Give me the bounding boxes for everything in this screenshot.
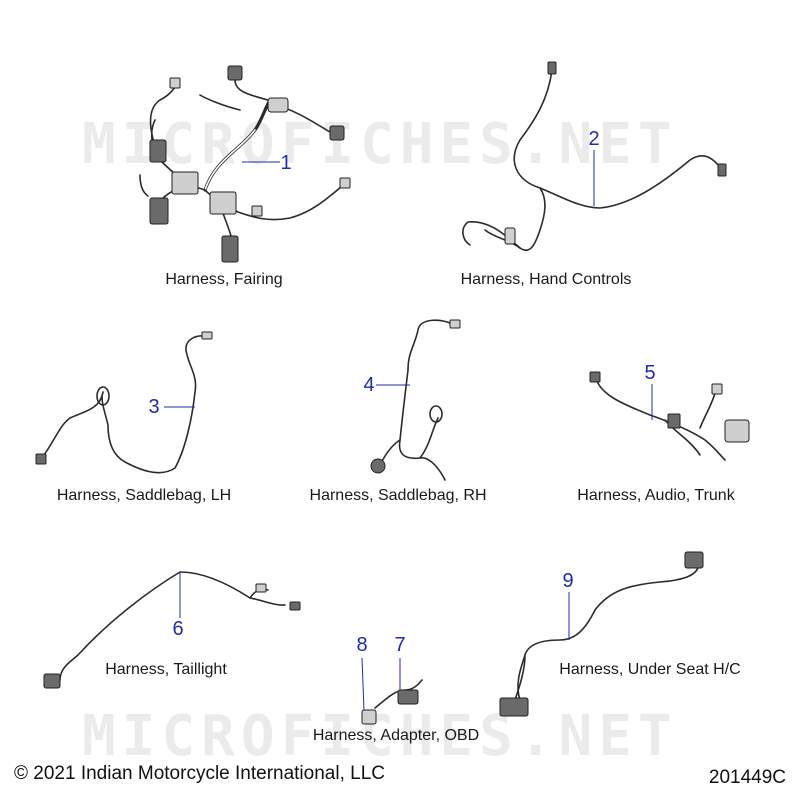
callout-5[interactable]: 5 [644, 362, 656, 384]
diagram-id: 201449C [708, 767, 786, 788]
caption-adapter-obd: Harness, Adapter, OBD [312, 727, 480, 744]
caption-audio-trunk: Harness, Audio, Trunk [577, 487, 735, 504]
harness-under-seat-hc-drawing[interactable] [499, 551, 704, 717]
callout-3[interactable]: 3 [148, 396, 160, 418]
callout-6[interactable]: 6 [172, 618, 184, 640]
harness-hand-controls-drawing[interactable] [462, 61, 727, 252]
copyright-text: © 2021 Indian Motorcycle International, … [14, 763, 385, 784]
leader-8 [361, 657, 365, 711]
callout-1[interactable]: 1 [280, 152, 292, 174]
callout-2[interactable]: 2 [588, 128, 600, 150]
harness-taillight-drawing[interactable] [43, 571, 301, 689]
caption-fairing: Harness, Fairing [165, 271, 283, 288]
harness-fairing-drawing[interactable] [139, 65, 351, 263]
harness-audio-trunk-drawing[interactable] [589, 371, 750, 461]
harness-adapter-obd-drawing[interactable] [361, 679, 423, 725]
caption-under-seat-hc: Harness, Under Seat H/C [559, 661, 741, 678]
caption-hand-controls: Harness, Hand Controls [460, 271, 632, 288]
callout-4[interactable]: 4 [363, 374, 375, 396]
callout-7[interactable]: 7 [394, 634, 406, 656]
callout-8[interactable]: 8 [356, 634, 368, 656]
harness-saddlebag-rh-drawing[interactable] [370, 319, 461, 481]
caption-taillight: Harness, Taillight [105, 661, 227, 678]
watermark-bottom: MICROFICHES.NET [82, 704, 678, 769]
callout-9[interactable]: 9 [562, 570, 574, 592]
caption-saddlebag-rh: Harness, Saddlebag, RH [309, 487, 487, 504]
watermark-top: MICROFICHES.NET [82, 112, 678, 177]
harness-saddlebag-lh-drawing[interactable] [35, 331, 213, 474]
caption-saddlebag-lh: Harness, Saddlebag, LH [56, 487, 232, 504]
